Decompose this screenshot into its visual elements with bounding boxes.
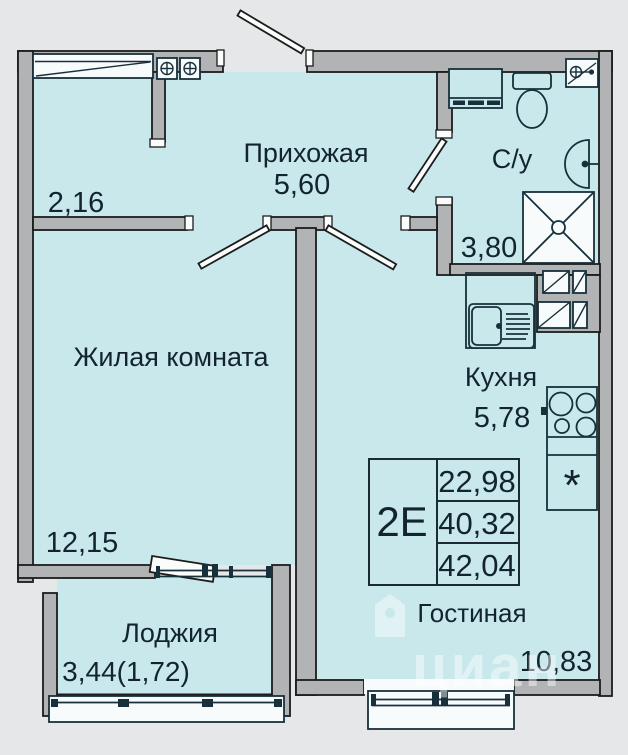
loggia-area-label: 3,44(1,72)	[62, 656, 190, 687]
wall-segment	[17, 564, 156, 579]
living-room-area-label: 12,15	[46, 527, 119, 559]
hallway-area-label: 5,60	[274, 169, 330, 201]
refrigerator-icon: *	[563, 461, 580, 510]
table-value: 40,32	[438, 506, 516, 541]
watermark-house-icon	[375, 594, 405, 637]
wall-segment	[449, 263, 601, 276]
loggia-floor	[57, 578, 272, 695]
vent-shaft-icon	[179, 57, 201, 80]
balcony-window-icon	[156, 564, 272, 578]
info-table: 2Е 22,98 40,32 42,04	[368, 458, 520, 586]
door-jamb	[184, 215, 194, 231]
stove-icon	[541, 386, 598, 511]
electrical-panel-icon	[565, 58, 599, 88]
wall-segment	[295, 227, 317, 696]
wardrobe-area-label: 2,16	[48, 187, 104, 219]
vent-shaft-icon	[542, 270, 587, 294]
wall-segment	[295, 679, 365, 696]
lounge-area-label: 10,83	[520, 646, 593, 678]
watermark: циан	[375, 594, 563, 699]
watermark-brand-text: циан	[412, 634, 563, 699]
shower-tray-icon	[522, 191, 595, 264]
windows	[32, 53, 515, 730]
toilet-icon	[512, 72, 552, 129]
apartment-type-label: 2Е	[376, 498, 427, 545]
wall-segment	[598, 50, 613, 697]
wash-basin-icon	[564, 139, 600, 189]
door-jamb	[400, 215, 411, 231]
kitchen-area-label: 5,78	[474, 402, 530, 434]
wall-segment	[408, 216, 438, 231]
vent-shaft-icon	[537, 301, 588, 329]
window-icon	[32, 53, 154, 79]
wall-segment	[17, 50, 34, 583]
doors	[148, 9, 453, 583]
door-jamb	[435, 129, 453, 139]
fixtures: *	[156, 57, 600, 511]
entrance-door-leaf-icon	[236, 9, 306, 55]
door-jamb	[305, 49, 314, 67]
kitchen-name-label: Кухня	[465, 362, 537, 392]
table-value: 42,04	[438, 548, 516, 583]
door-jamb	[149, 138, 166, 148]
bathroom-name-label: С/у	[492, 144, 533, 174]
wall-segment	[271, 564, 291, 717]
washing-machine-icon	[448, 68, 503, 109]
door-jamb	[435, 196, 453, 206]
bathroom-area-label: 3,80	[461, 232, 517, 264]
living-room-name-label: Жилая комната	[73, 342, 269, 372]
refrigerator-symbol: *	[563, 461, 580, 510]
lounge-window-icon	[364, 679, 515, 730]
bathroom-door-leaf-icon	[407, 137, 448, 193]
lounge-name-label: Гостиная	[417, 598, 526, 628]
watermark-house-window	[385, 608, 395, 618]
living-room-door-leaf-icon	[197, 224, 271, 270]
door-jamb	[216, 49, 225, 67]
loggia-railing-icon	[48, 695, 285, 723]
wall-segment	[151, 71, 166, 143]
kitchen-sink-icon	[465, 272, 536, 349]
table-value: 22,98	[438, 464, 516, 499]
loggia-name-label: Лоджия	[122, 618, 218, 648]
lounge-door-leaf-icon	[324, 224, 398, 271]
hallway-name-label: Прихожая	[243, 138, 368, 168]
vent-shaft-icon	[156, 57, 178, 80]
room-labels: 2,16 Прихожая 5,60 С/у 3,80 Жилая комнат…	[46, 138, 593, 687]
